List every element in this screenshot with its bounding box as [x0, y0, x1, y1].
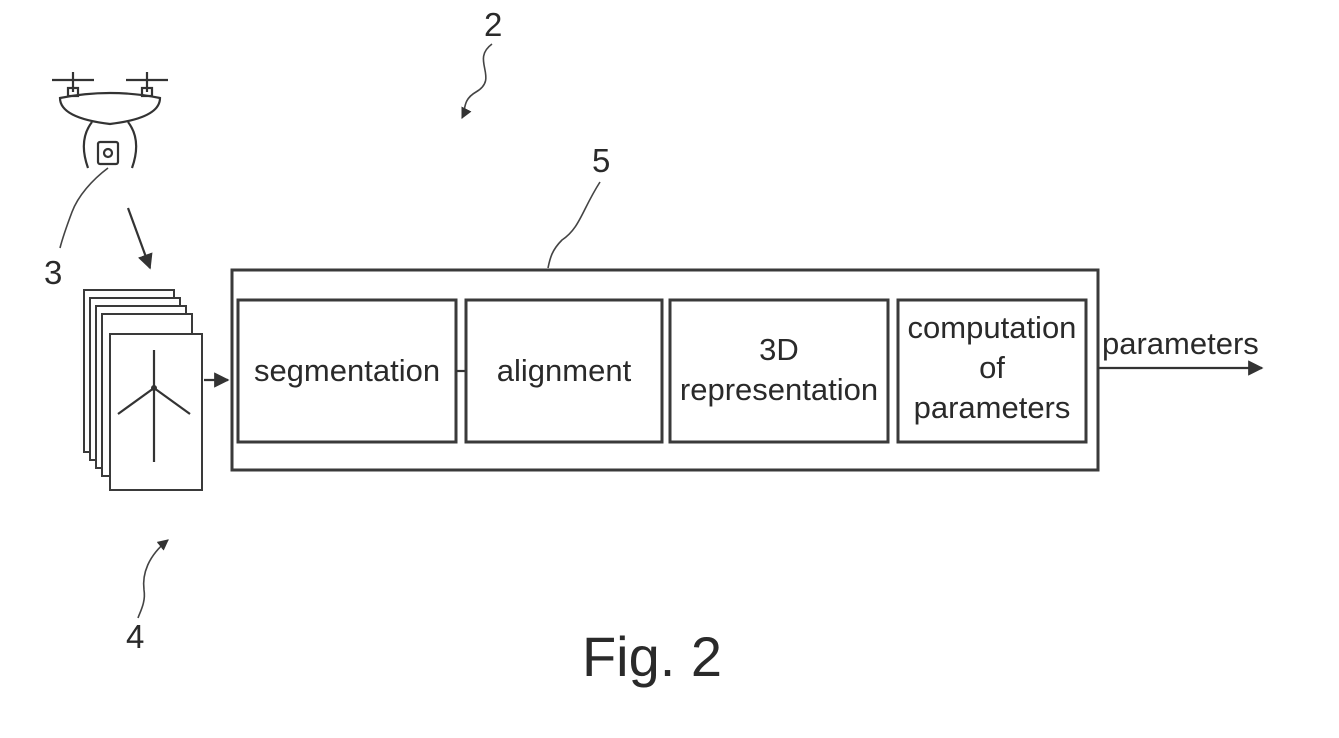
leader-line-3	[60, 168, 108, 248]
leader-line-4	[138, 540, 168, 618]
step-label-of: of	[979, 350, 1005, 385]
drone-icon	[52, 72, 168, 168]
reference-numeral-2: 2	[484, 6, 502, 43]
leader-line-2	[462, 44, 492, 118]
step-label-3d: 3D	[759, 332, 799, 367]
reference-numeral-4: 4	[126, 618, 144, 655]
step-label-parameters: parameters	[914, 390, 1071, 425]
step-label-alignment: alignment	[497, 353, 632, 388]
output-label: parameters	[1102, 326, 1259, 361]
figure-caption: Fig. 2	[582, 625, 722, 688]
leader-line-5	[548, 182, 600, 268]
capture-arrow	[128, 208, 150, 268]
image-stack	[84, 290, 202, 490]
step-box-3d-representation	[670, 300, 888, 442]
reference-numeral-3: 3	[44, 254, 62, 291]
step-label-computation: computation	[908, 310, 1077, 345]
reference-numeral-5: 5	[592, 142, 610, 179]
step-label-representation: representation	[680, 372, 878, 407]
step-label-segmentation: segmentation	[254, 353, 440, 388]
